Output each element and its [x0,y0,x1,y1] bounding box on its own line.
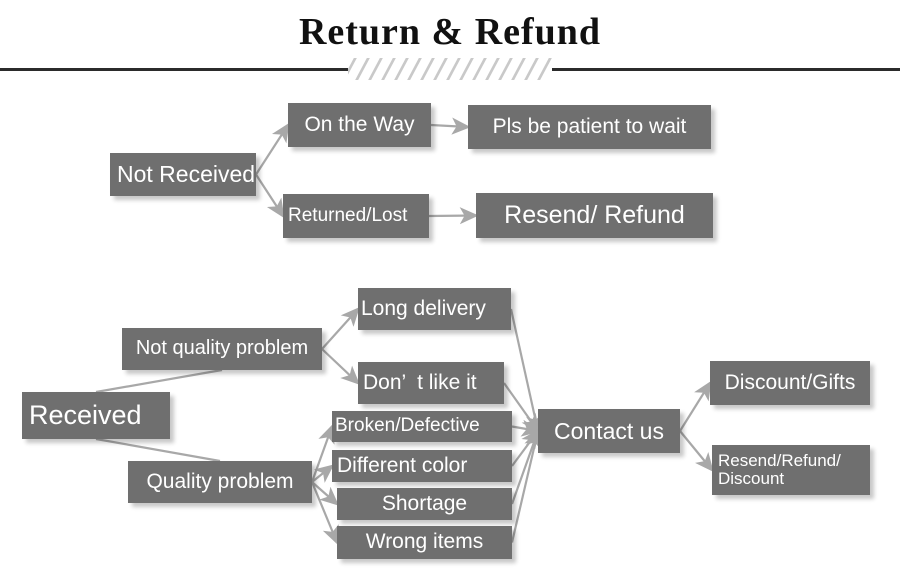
edge-different_color-to-contact_us [511,428,540,467]
node-received: Received [22,392,170,439]
edge-wrong_items-to-contact_us [510,428,543,543]
edge-received-to-not_quality [95,368,223,394]
node-resend_refund: Resend/ Refund [476,193,713,238]
edge-quality_problem-to-shortage [311,481,339,506]
node-long_delivery: Long delivery [358,288,511,330]
divider-rule-right [552,68,900,71]
edge-shortage-to-contact_us [510,428,541,505]
node-label: Wrong items [365,530,484,554]
node-not_quality: Not quality problem [122,328,322,370]
node-on_the_way: On the Way [288,103,431,147]
page-title: Return & Refund [298,11,602,53]
node-label: Resend/ Refund [504,201,685,229]
edge-received-to-quality_problem [95,437,221,463]
divider-rule-left [0,68,348,71]
node-contact_us: Contact us [538,409,680,453]
edge-returned_lost-to-resend_refund [428,207,479,225]
node-label: Quality problem [146,469,294,493]
edge-quality_problem-to-different_color [311,464,335,483]
edge-quality_problem-to-wrong_items [310,481,339,545]
node-label: Discount/Gifts [724,370,856,394]
node-discount_gifts: Discount/Gifts [710,361,870,405]
edge-contact_us-to-resend_refund_disc [679,430,714,473]
node-label: Don’ t like it [363,370,477,394]
edge-quality_problem-to-broken_defective [310,424,335,483]
node-label: Returned/Lost [288,204,408,226]
node-label: Different color [337,453,468,477]
edge-not_quality-to-dont_like [321,348,360,385]
node-different_color: Different color [332,450,512,482]
node-shortage: Shortage [337,488,512,520]
node-label: Received [29,399,142,430]
edge-long_delivery-to-contact_us [509,308,543,434]
node-pls_wait: Pls be patient to wait [468,105,711,149]
edge-not_quality-to-long_delivery [321,307,360,350]
node-label: Long delivery [361,296,486,320]
edge-not_received-to-returned_lost [255,173,285,219]
node-resend_refund_disc: Resend/Refund/ Discount [712,445,870,495]
node-label: Broken/Defective [335,415,480,437]
node-quality_problem: Quality problem [128,461,312,503]
node-label: Shortage [381,491,468,515]
edge-contact_us-to-discount_gifts [679,380,712,432]
node-not_received: Not Received [110,153,256,196]
node-broken_defective: Broken/Defective [332,411,512,442]
node-returned_lost: Returned/Lost [283,194,429,238]
node-label: Not Received [117,161,256,188]
node-label: On the Way [304,112,415,136]
edge-not_received-to-on_the_way [255,122,290,176]
node-label: Not quality problem [135,337,309,360]
edge-on_the_way-to-pls_wait [430,117,471,135]
edge-broken_defective-to-contact_us [511,419,541,437]
diagonal-hatch-icon [348,58,552,80]
node-wrong_items: Wrong items [337,526,512,559]
node-label: Contact us [554,417,664,444]
node-dont_like: Don’ t like it [358,362,504,404]
node-label: Resend/Refund/ Discount [718,450,841,488]
node-label: Pls be patient to wait [492,114,687,138]
